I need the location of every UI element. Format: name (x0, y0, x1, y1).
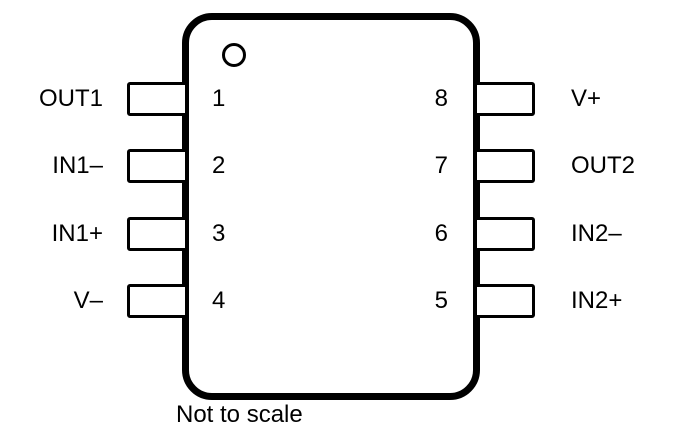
pin-label-in1-plus: IN1+ (51, 220, 103, 247)
pin-label-v-plus: V+ (571, 85, 602, 112)
pin-box-5 (474, 284, 535, 318)
pin-label-out1: OUT1 (38, 85, 103, 112)
pin-box-2 (127, 149, 188, 183)
pin-label-in2-minus: IN2– (571, 220, 622, 247)
pin-box-1 (127, 82, 188, 116)
pin-box-4 (127, 284, 188, 318)
pin-number-8: 8 (434, 85, 448, 112)
pin-number-1: 1 (212, 85, 226, 112)
ic-package-body (182, 13, 480, 400)
not-to-scale-caption: Not to scale (176, 401, 303, 428)
pin-number-7: 7 (434, 152, 448, 179)
pin-number-6: 6 (434, 220, 448, 247)
pin-label-v-minus: V– (73, 287, 103, 314)
pin-label-out2: OUT2 (571, 152, 636, 179)
pin-label-in1-minus: IN1– (52, 152, 103, 179)
pin-number-2: 2 (212, 152, 226, 179)
pin-number-5: 5 (434, 287, 448, 314)
pin-label-in2-plus: IN2+ (571, 287, 623, 314)
pin1-indicator-dot (222, 43, 246, 67)
pin-box-6 (474, 217, 535, 251)
pin-box-7 (474, 149, 535, 183)
pin-box-3 (127, 217, 188, 251)
pin-box-8 (474, 82, 535, 116)
pin-number-3: 3 (212, 220, 226, 247)
pin-number-4: 4 (212, 287, 226, 314)
